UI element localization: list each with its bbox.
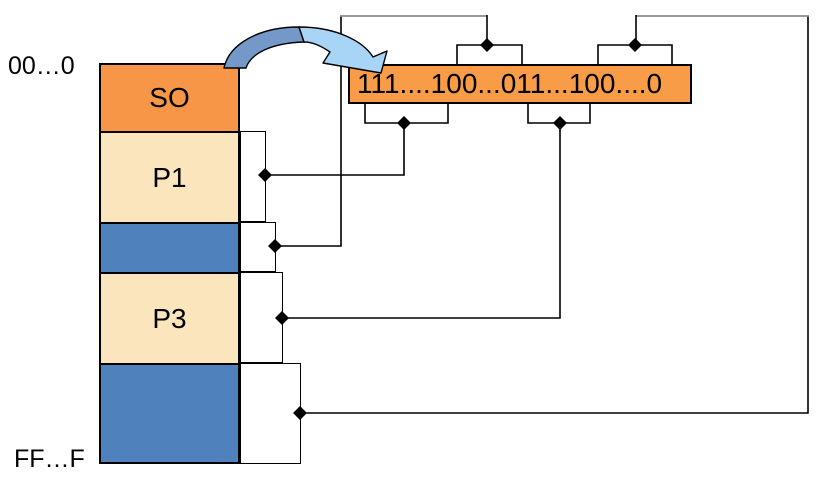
segment-brace-hole-1 bbox=[240, 222, 276, 272]
memory-segment-os: SO bbox=[101, 65, 238, 131]
address-label-bottom: FF…F bbox=[14, 445, 85, 473]
bitmap-bottom-bracket-1 bbox=[364, 103, 449, 124]
bitmap-top-bracket-1 bbox=[456, 44, 523, 65]
curved-arrow-dark-half bbox=[223, 26, 305, 69]
memory-column: SO P1 P3 bbox=[99, 63, 240, 464]
segment-label: SO bbox=[149, 82, 190, 113]
diamond-top-bracket-2 bbox=[628, 38, 642, 52]
diamond-top-bracket-1 bbox=[480, 38, 494, 52]
segment-label: P1 bbox=[152, 161, 187, 193]
memory-segment-p3: P3 bbox=[101, 272, 238, 363]
bitmap-top-bracket-2 bbox=[597, 44, 673, 65]
segment-label: P3 bbox=[152, 302, 187, 334]
connector-hole1-riser bbox=[275, 16, 342, 247]
bitmap-bottom-bracket-2 bbox=[527, 103, 591, 124]
memory-segment-hole-2 bbox=[101, 363, 238, 462]
bitmap-bar: 111....100...011...100....0 bbox=[348, 64, 692, 104]
memory-segment-p1: P1 bbox=[101, 131, 238, 222]
address-label-top: 00…0 bbox=[8, 52, 75, 80]
diamond-bottom-bracket-1 bbox=[397, 116, 411, 130]
segment-brace-p1 bbox=[240, 131, 266, 222]
diamond-bottom-bracket-2 bbox=[553, 116, 567, 130]
segment-brace-hole-2 bbox=[240, 363, 301, 464]
connector-p1-to-bitmap bbox=[265, 123, 405, 176]
segment-brace-p3 bbox=[240, 272, 283, 363]
connector-p3-to-bitmap bbox=[282, 123, 561, 319]
bitmap-value: 111....100...011...100....0 bbox=[357, 68, 663, 99]
memory-segment-hole-1 bbox=[101, 222, 238, 272]
